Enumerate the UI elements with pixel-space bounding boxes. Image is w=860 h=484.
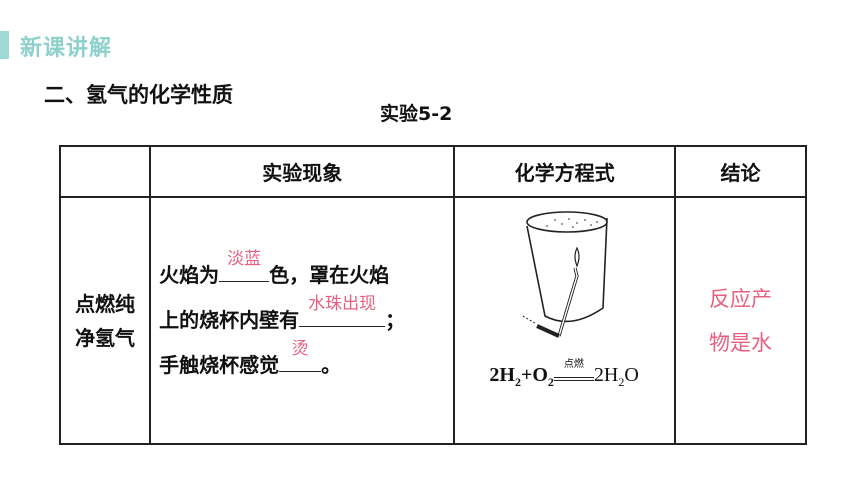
hydrogen-combustion-apparatus-illustration bbox=[521, 211, 609, 338]
phenomenon-line-1: 火焰为淡蓝色，罩在火焰 bbox=[159, 249, 453, 298]
phenomenon-line-2: 上的烧杯内壁有水珠出现 ； bbox=[159, 294, 453, 343]
conclusion-cell: 反应产 物是水 bbox=[673, 196, 808, 445]
eq-sub: 2 bbox=[618, 375, 625, 389]
eq-product: 2H bbox=[593, 364, 619, 386]
header-cell-conclusion: 结论 bbox=[673, 145, 808, 198]
table-header-row: 实验现象 化学方程式 结论 bbox=[58, 145, 808, 198]
phenomenon-text: ； bbox=[385, 308, 406, 332]
answer-flame-color: 淡蓝 bbox=[227, 249, 262, 269]
eq-reactant-h: 2H bbox=[489, 364, 515, 386]
experiment-table: 实验现象 化学方程式 结论 点燃纯 净氢气 火焰为淡蓝色，罩在火焰 上的烧杯内壁… bbox=[58, 145, 808, 445]
eq-sub: 2 bbox=[547, 375, 554, 389]
header-cell-empty bbox=[58, 145, 152, 198]
row-label-line1: 点燃纯 bbox=[75, 291, 136, 316]
answer-hot: 烫 bbox=[291, 339, 309, 359]
section-title: 二、氢气的化学性质 bbox=[44, 83, 233, 107]
header-accent-bar bbox=[0, 31, 9, 59]
phenomenon-text: 。 bbox=[321, 353, 342, 377]
phenomenon-line-3: 手触烧杯感觉烫。 bbox=[159, 339, 453, 388]
blank-beaker-feel: 烫 bbox=[279, 339, 322, 372]
row-label-line2: 净氢气 bbox=[75, 325, 136, 350]
eq-sub: 2 bbox=[514, 375, 521, 389]
table-row: 点燃纯 净氢气 火焰为淡蓝色，罩在火焰 上的烧杯内壁有水珠出现 ； 手触烧杯感觉烫… bbox=[58, 196, 808, 445]
phenomenon-text: 上的烧杯内壁有 bbox=[159, 308, 300, 332]
eq-condition: 点燃 bbox=[553, 359, 594, 381]
header-cell-phenomenon: 实验现象 bbox=[149, 145, 456, 198]
row-label: 点燃纯 净氢气 bbox=[58, 196, 152, 445]
eq-reactant-o: +O bbox=[520, 364, 548, 386]
header-title: 新课讲解 bbox=[20, 36, 113, 61]
header-cell-equation: 化学方程式 bbox=[453, 145, 676, 198]
eq-product-end: O bbox=[624, 364, 639, 386]
blank-flame-color: 淡蓝 bbox=[219, 249, 270, 282]
blank-beaker-wall: 水珠出现 bbox=[299, 294, 386, 327]
conclusion-line2: 物是水 bbox=[708, 330, 772, 355]
phenomenon-text: 色，罩在火焰 bbox=[269, 263, 390, 287]
phenomenon-text: 火焰为 bbox=[159, 263, 220, 287]
phenomenon-cell: 火焰为淡蓝色，罩在火焰 上的烧杯内壁有水珠出现 ； 手触烧杯感觉烫。 bbox=[149, 196, 456, 445]
answer-water-droplets: 水珠出现 bbox=[308, 294, 377, 314]
conclusion-line1: 反应产 bbox=[708, 286, 772, 311]
experiment-title: 实验5-2 bbox=[380, 103, 453, 125]
eq-condition-label: 点燃 bbox=[563, 359, 584, 370]
phenomenon-text: 手触烧杯感觉 bbox=[159, 353, 280, 377]
